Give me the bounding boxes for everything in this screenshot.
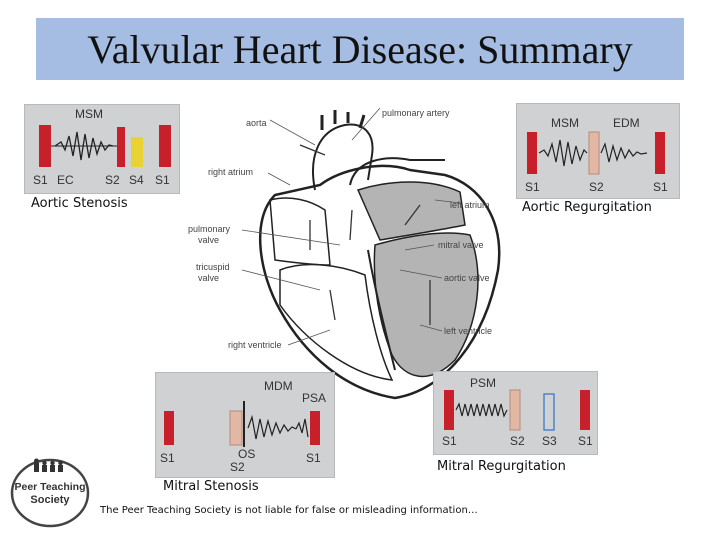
logo-icon — [10, 458, 90, 528]
aorta-shape — [312, 123, 374, 191]
aorta-branches — [320, 110, 366, 130]
s2-box — [588, 131, 600, 175]
sound-label: S1 — [653, 180, 668, 194]
label-pulmonary-artery: pulmonary artery — [382, 108, 450, 118]
caption-aortic-regurgitation: Aortic Regurgitation — [522, 200, 652, 215]
murmur-label: EDM — [613, 116, 640, 130]
murmur-label: MSM — [551, 116, 579, 130]
sound-label: S2 — [105, 173, 120, 187]
murmur-label: MDM — [264, 379, 293, 393]
sound-label: S2 — [589, 180, 604, 194]
sound-label: S1 — [442, 434, 457, 448]
label-pulmonary-valve-2: valve — [198, 235, 220, 245]
label-tricuspid-valve-2: valve — [198, 273, 220, 283]
label-left-ventricle: left ventricle — [444, 326, 493, 336]
septum — [367, 249, 396, 371]
aortic-stenosis-panel: MSM S1 EC S2 S4 S1 — [24, 104, 180, 194]
sound-label: S2 — [510, 434, 525, 448]
systolic-murmur-wave — [538, 139, 588, 167]
heart-diagram — [241, 107, 501, 400]
caption-mitral-stenosis: Mitral Stenosis — [163, 479, 259, 494]
s1-bar — [527, 132, 537, 174]
sound-label: S1 — [33, 173, 48, 187]
label-pulmonary-valve-1: pulmonary — [188, 224, 231, 234]
sound-label: OS — [238, 447, 256, 461]
s1-bar — [164, 411, 174, 445]
s3-box — [543, 393, 555, 431]
label-pointers — [241, 107, 461, 346]
label-aortic-valve: aortic valve — [444, 273, 490, 283]
label-tricuspid-valve-1: tricuspid — [196, 262, 230, 272]
label-right-ventricle: right ventricle — [228, 340, 282, 350]
sound-label: EC — [57, 173, 74, 187]
pulmonary-artery-shape — [349, 157, 445, 186]
aortic-regurgitation-phono — [527, 131, 665, 175]
s1-bar — [39, 125, 51, 167]
s2-box — [509, 389, 521, 431]
logo-line-2: Society — [30, 494, 70, 506]
murmur-label: PSM — [470, 376, 497, 390]
aortic-stenosis-phono — [39, 125, 171, 167]
pansystolic-murmur-wave — [455, 402, 508, 418]
sound-label: S2 — [230, 460, 245, 474]
page-title: Valvular Heart Disease: Summary — [87, 26, 633, 72]
ejection-murmur-wave — [54, 131, 114, 161]
label-mitral-valve: mitral valve — [438, 240, 484, 250]
sound-label: S3 — [542, 434, 557, 448]
left-ventricle-shape — [373, 232, 479, 377]
diastolic-murmur-wave — [600, 142, 648, 163]
s4-bar — [131, 137, 143, 167]
right-atrium-shape — [269, 197, 331, 266]
s1-bar — [310, 411, 320, 445]
murmur-label: MSM — [75, 107, 103, 121]
mitral-regurgitation-panel: PSM S1 S2 S3 S1 — [433, 371, 598, 455]
label-left-atrium: left atrium — [450, 200, 490, 210]
s1-bar — [580, 390, 590, 430]
mitral-stenosis-phono — [164, 401, 320, 447]
disclaimer: The Peer Teaching Society is not liable … — [100, 505, 478, 516]
caption-aortic-stenosis: Aortic Stenosis — [31, 196, 128, 211]
left-atrium-shape — [356, 181, 466, 241]
s1-bar — [159, 125, 171, 167]
sound-label: S4 — [129, 173, 144, 187]
title-bar: Valvular Heart Disease: Summary — [36, 18, 684, 80]
s2-bar — [117, 127, 125, 167]
s1-bar — [444, 390, 454, 430]
flow-arrows — [299, 144, 431, 325]
s2-box — [229, 410, 243, 446]
caption-mitral-regurgitation: Mitral Regurgitation — [437, 459, 566, 474]
murmur-label: PSA — [302, 391, 327, 405]
label-aorta: aorta — [246, 118, 267, 128]
mitral-stenosis-panel: MDM PSA S1 OS S2 S1 — [155, 372, 335, 478]
sound-label: S1 — [155, 173, 170, 187]
logo-line-1: Peer Teaching — [14, 481, 86, 493]
presystolic-accentuation-wave — [295, 418, 309, 438]
label-right-atrium: right atrium — [208, 167, 254, 177]
mid-diastolic-murmur-wave — [247, 414, 297, 440]
sound-label: S1 — [160, 451, 175, 465]
sound-label: S1 — [525, 180, 540, 194]
aortic-regurgitation-panel: MSM EDM S1 S2 S1 — [516, 103, 680, 199]
sound-label: S1 — [306, 451, 321, 465]
mitral-regurgitation-phono — [444, 389, 590, 431]
s1-bar — [655, 132, 665, 174]
sound-label: S1 — [578, 434, 593, 448]
peer-teaching-society-logo: Peer Teaching Society — [10, 453, 90, 528]
